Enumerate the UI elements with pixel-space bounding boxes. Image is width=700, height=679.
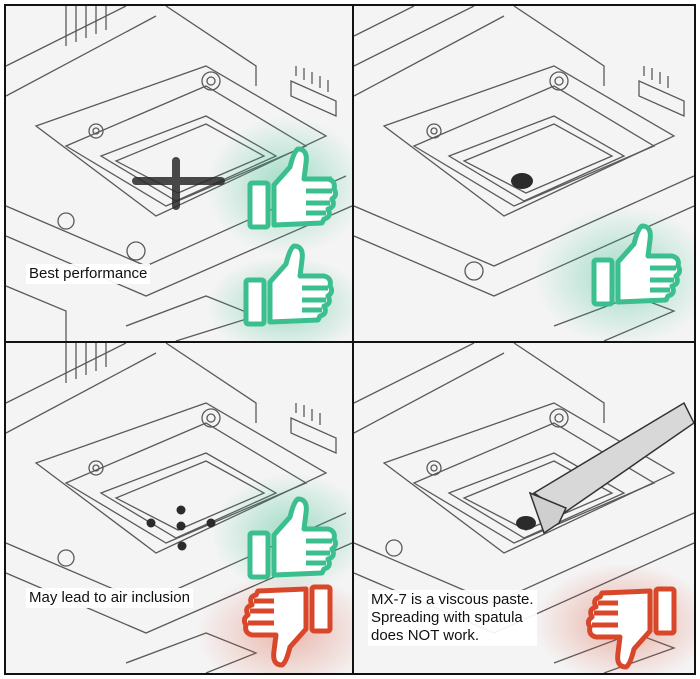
paste-dot bbox=[516, 516, 536, 530]
thumbs-down-icon bbox=[586, 586, 677, 670]
spatula-icon bbox=[528, 401, 694, 535]
panel-divider-horizontal bbox=[6, 341, 694, 343]
thumbs-up-icon bbox=[591, 223, 682, 307]
thumbs-down-icon bbox=[242, 584, 333, 668]
panel-dot-method bbox=[354, 6, 694, 341]
thumbs-up-icon bbox=[247, 146, 338, 230]
panel-caption: Best performance bbox=[26, 264, 151, 284]
panel-caption: MX-7 is a viscous paste. Spreading with … bbox=[368, 590, 537, 646]
application-methods-grid: Best performance bbox=[4, 4, 696, 675]
panel-caption: May lead to air inclusion bbox=[26, 588, 193, 608]
thumbs-up-icon bbox=[243, 243, 334, 327]
paste-cross bbox=[132, 157, 225, 210]
panel-spatula-method: MX-7 is a viscous paste. Spreading with … bbox=[354, 343, 694, 673]
panel-divider-vertical bbox=[352, 6, 354, 673]
paste-dot bbox=[511, 173, 533, 189]
paste-five-dots bbox=[146, 505, 216, 551]
panel-cross-method: Best performance bbox=[6, 6, 352, 341]
panel-five-dots-method: May lead to air inclusion bbox=[6, 343, 352, 673]
thumbs-up-icon bbox=[247, 496, 338, 580]
